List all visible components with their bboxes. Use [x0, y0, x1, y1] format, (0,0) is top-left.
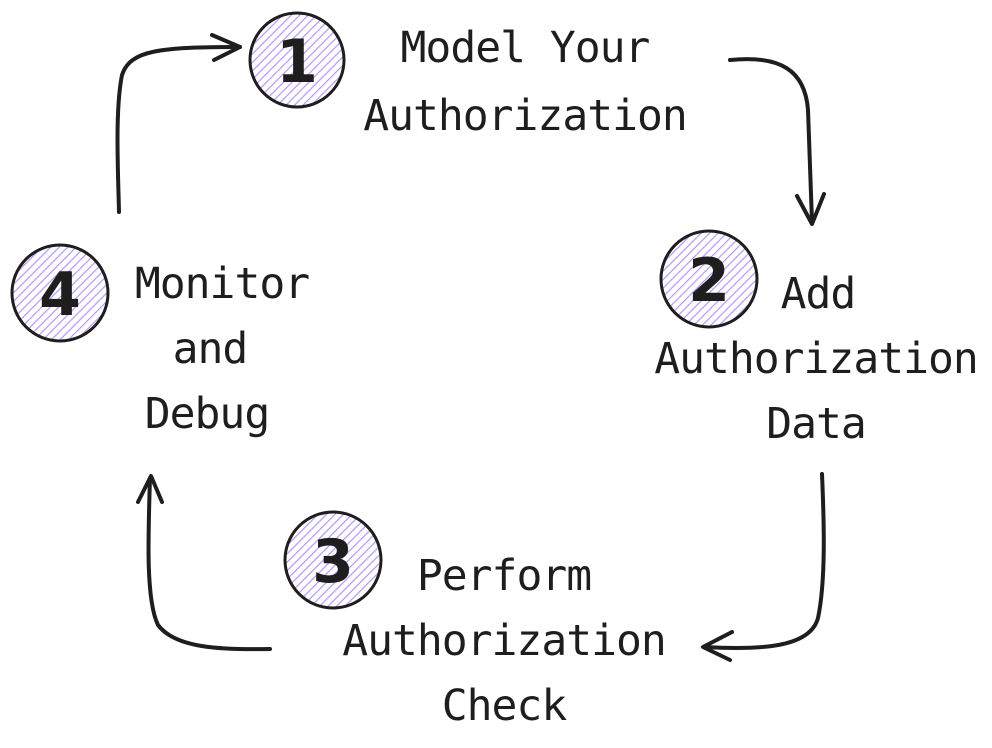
step-4-label-line-2: and: [173, 324, 248, 374]
step-1: 1 Model Your Authorization: [248, 11, 688, 141]
step-3-number: 3: [312, 527, 354, 597]
step-1-number: 1: [276, 27, 318, 97]
step-2-number: 2: [688, 246, 730, 316]
arrow-3-to-4: [136, 474, 272, 652]
step-3: 3 Perform Authorization Check: [283, 510, 667, 731]
step-1-label-line-1: Model Your: [401, 23, 650, 73]
arrow-4-to-1: [115, 33, 242, 214]
step-4-label-line-1: Monitor: [135, 259, 309, 309]
step-2-label-line-2: Authorization: [654, 334, 978, 384]
step-2-badge: [659, 229, 759, 329]
step-3-label-line-3: Check: [442, 681, 568, 731]
step-4-label-line-3: Debug: [145, 389, 269, 439]
step-3-label-line-1: Perform: [417, 551, 591, 601]
step-4-badge: [10, 243, 110, 343]
arrow-2-to-3: [701, 472, 826, 662]
step-2-label-line-3: Data: [766, 399, 866, 449]
step-1-label-line-2: Authorization: [363, 91, 687, 141]
step-2: 2 Add Authorization Data: [654, 229, 979, 449]
step-4-number: 4: [39, 260, 81, 330]
step-3-label-line-2: Authorization: [342, 616, 666, 666]
step-3-badge: [283, 510, 383, 610]
step-2-label-line-1: Add: [781, 269, 856, 319]
step-4: 4 Monitor and Debug: [10, 243, 310, 439]
arrow-1-to-2: [728, 57, 826, 226]
step-1-badge: [248, 11, 346, 109]
